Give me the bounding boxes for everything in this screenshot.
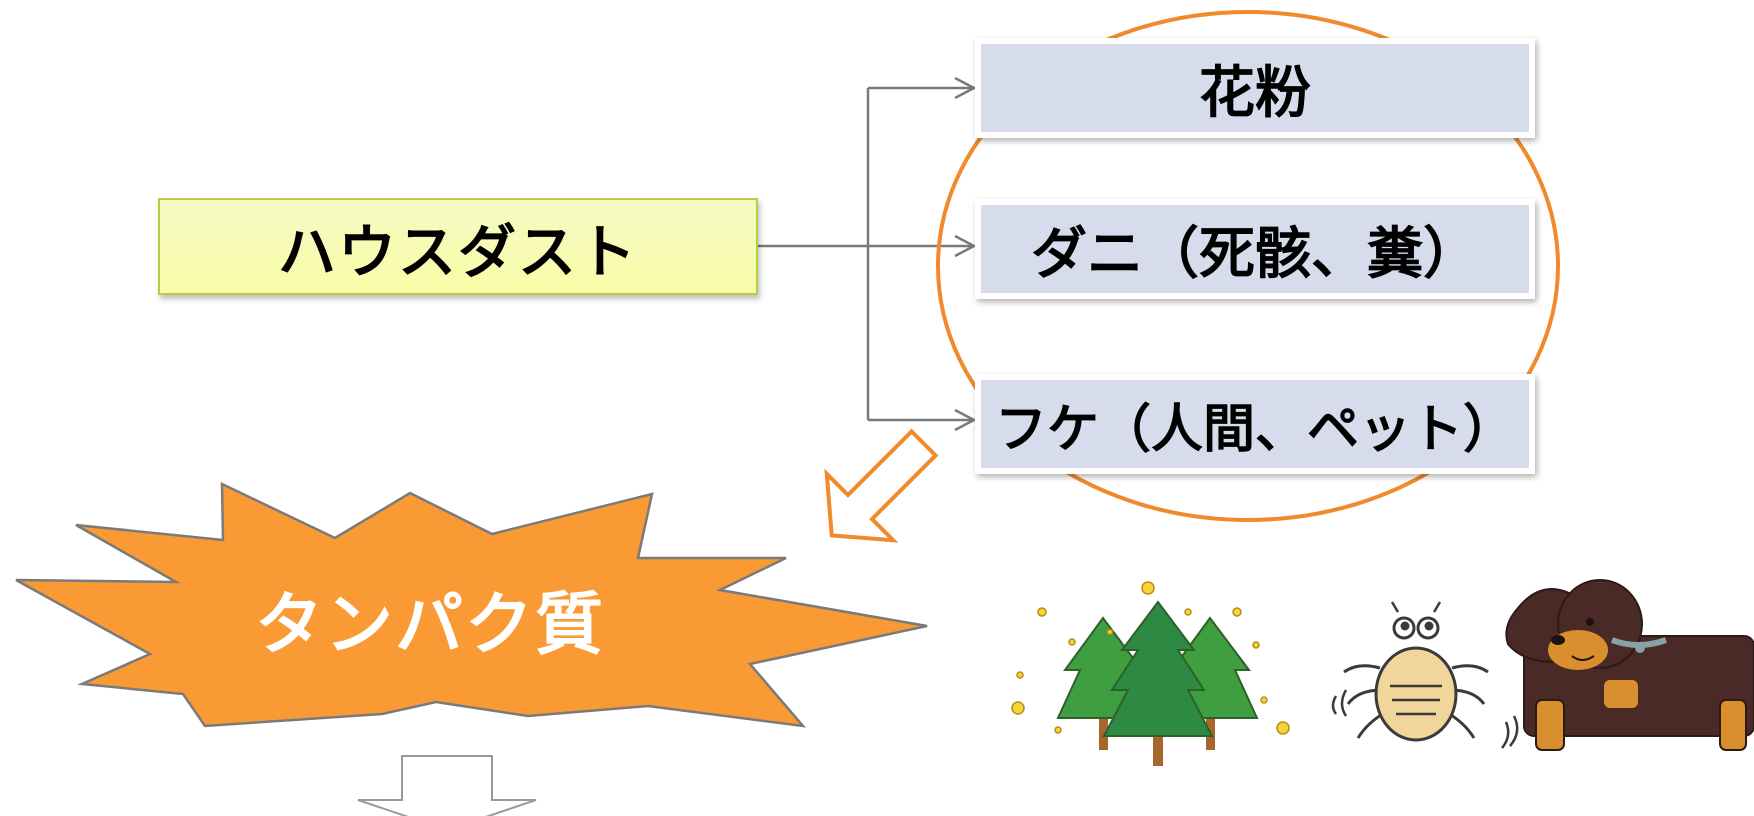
dog-icon [1505,579,1754,751]
protein-burst: タンパク質 [210,568,650,668]
source-box-mite: ダニ（死骸、糞） [975,199,1535,299]
hollow-arrow-down-left [824,428,939,543]
pine-trees-pollen-icon [1011,581,1290,766]
house-dust-box: ハウスダスト [158,198,758,295]
source-label-dander: フケ（人間、ペット） [994,399,1515,460]
connector-arrow-dander [868,408,977,432]
connector-arrow-mite [868,234,977,258]
house-dust-label: ハウスダスト [277,217,638,286]
connector-arrow-pollen [868,76,977,100]
source-label-mite: ダニ（死骸、糞） [1031,221,1479,287]
source-box-dander: フケ（人間、ペット） [975,374,1535,474]
connector-lines [758,88,870,420]
source-box-pollen: 花粉 [975,38,1535,138]
protein-burst-shape [15,482,928,728]
source-label-pollen: 花粉 [1199,60,1311,126]
dust-mite-icon [1331,601,1519,749]
protein-label: タンパク質 [254,585,605,665]
highlight-ring [936,10,1560,522]
hollow-arrow-down [357,755,537,816]
